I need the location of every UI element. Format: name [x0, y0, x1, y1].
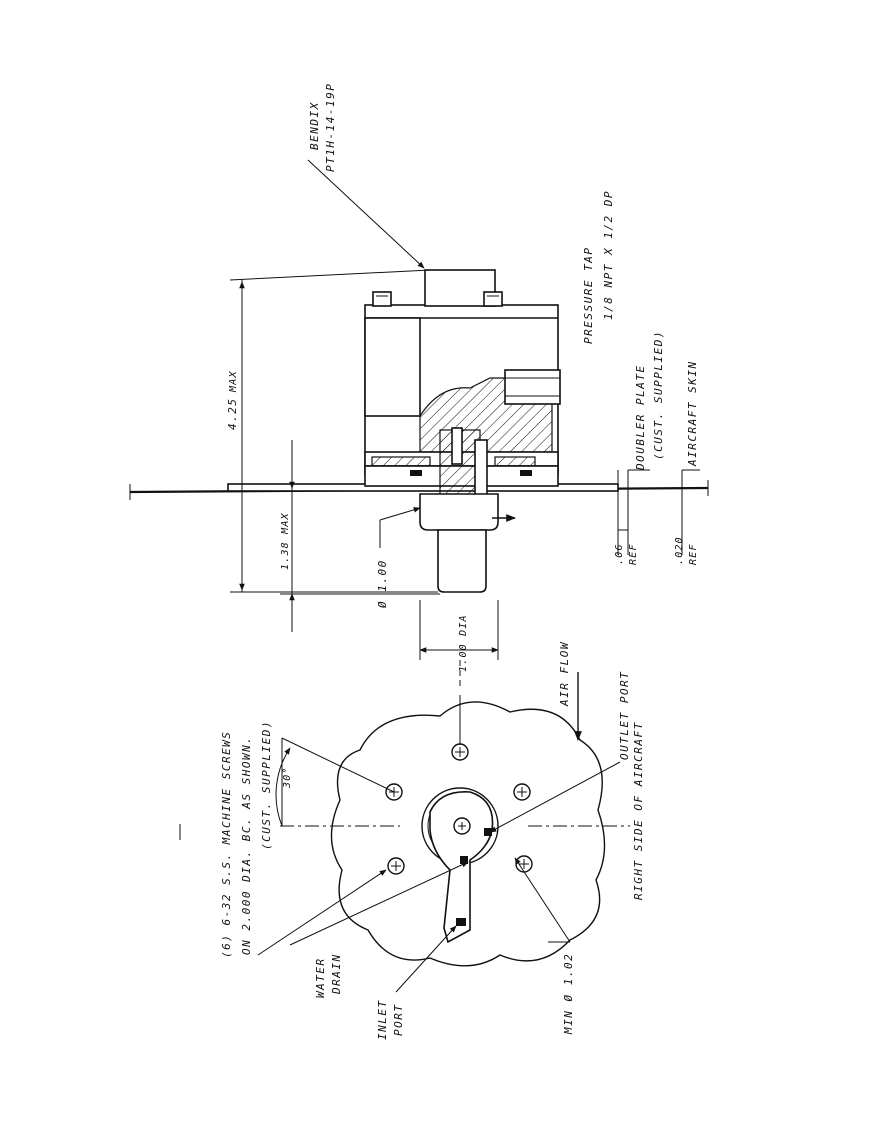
water-drain-label-1: WATER: [314, 957, 327, 998]
aircraft-skin-label: AIRCRAFT SKIN: [686, 360, 699, 467]
screw-leader: [257, 869, 387, 956]
min-dia-leader: [514, 857, 571, 943]
outlet-port-leader: [489, 761, 621, 833]
water-drain-leader: [289, 861, 469, 946]
pressure-tap-fitting: [504, 369, 561, 405]
skin-cutout-outline: [330, 701, 606, 967]
dim-100-dia: 1.00 DIA: [458, 614, 469, 672]
doubler-plate-label: DOUBLER PLATE: [634, 364, 647, 471]
dim-06-ref: REF: [628, 543, 639, 565]
dim-138: 1.38 MAX: [280, 512, 291, 570]
pressure-tap-spec: 1/8 NPT X 1/2 DP: [602, 190, 615, 320]
screws-line-1: (6) 6-32 S.S. MACHINE SCREWS: [220, 731, 233, 958]
side-view: [129, 159, 709, 690]
bendix-label: BENDIX: [308, 101, 321, 150]
inlet-port-label-2: PORT: [392, 1004, 405, 1037]
screws-line-2: ON 2.000 DIA. BC. AS SHOWN.: [240, 736, 253, 955]
dim-425: 4.25: [226, 398, 239, 431]
dim-425-note: MAX: [228, 370, 239, 393]
dim-100-phi: Ø 1.00: [376, 559, 389, 608]
pressure-tap-label: PRESSURE TAP: [582, 247, 595, 344]
air-flow-label: AIR FLOW: [558, 641, 571, 707]
angle-30: 30°: [282, 766, 293, 789]
plan-view: [179, 672, 630, 993]
min-dia-label: MIN Ø 1.02: [562, 953, 575, 1035]
dim-06: .06: [614, 543, 625, 565]
screws-line-3: (CUST. SUPPLIED): [260, 720, 273, 850]
doubler-plate-note: (CUST. SUPPLIED): [652, 330, 665, 460]
bendix-part-label: PT1H-14-19P: [324, 83, 337, 172]
inlet-port-label-1: INLET: [376, 999, 389, 1040]
right-side-label: RIGHT SIDE OF AIRCRAFT: [632, 721, 645, 900]
outlet-port-label: OUTLET PORT: [618, 671, 631, 760]
inlet-port-leader: [395, 925, 457, 993]
water-drain-label-2: DRAIN: [330, 953, 343, 995]
probe-tip: [419, 493, 499, 531]
bendix-connector: [424, 269, 496, 307]
dim-020: .020: [674, 536, 685, 565]
dim-020-ref: REF: [688, 543, 699, 565]
